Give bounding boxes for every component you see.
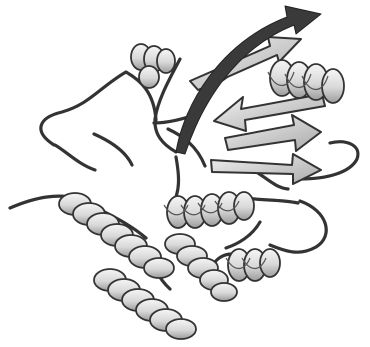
right-lower-loop [270, 201, 326, 252]
left-loop [41, 72, 156, 145]
helix-left-long [59, 193, 174, 278]
helix-right-middle [165, 234, 237, 301]
inner-loop [94, 134, 132, 165]
beta-sheet [190, 37, 325, 184]
helix-lower-right [228, 249, 280, 281]
helix-bottom [94, 269, 196, 339]
helix-center [167, 192, 254, 228]
right-helix-link [226, 222, 260, 248]
left-loop-link [55, 145, 95, 170]
